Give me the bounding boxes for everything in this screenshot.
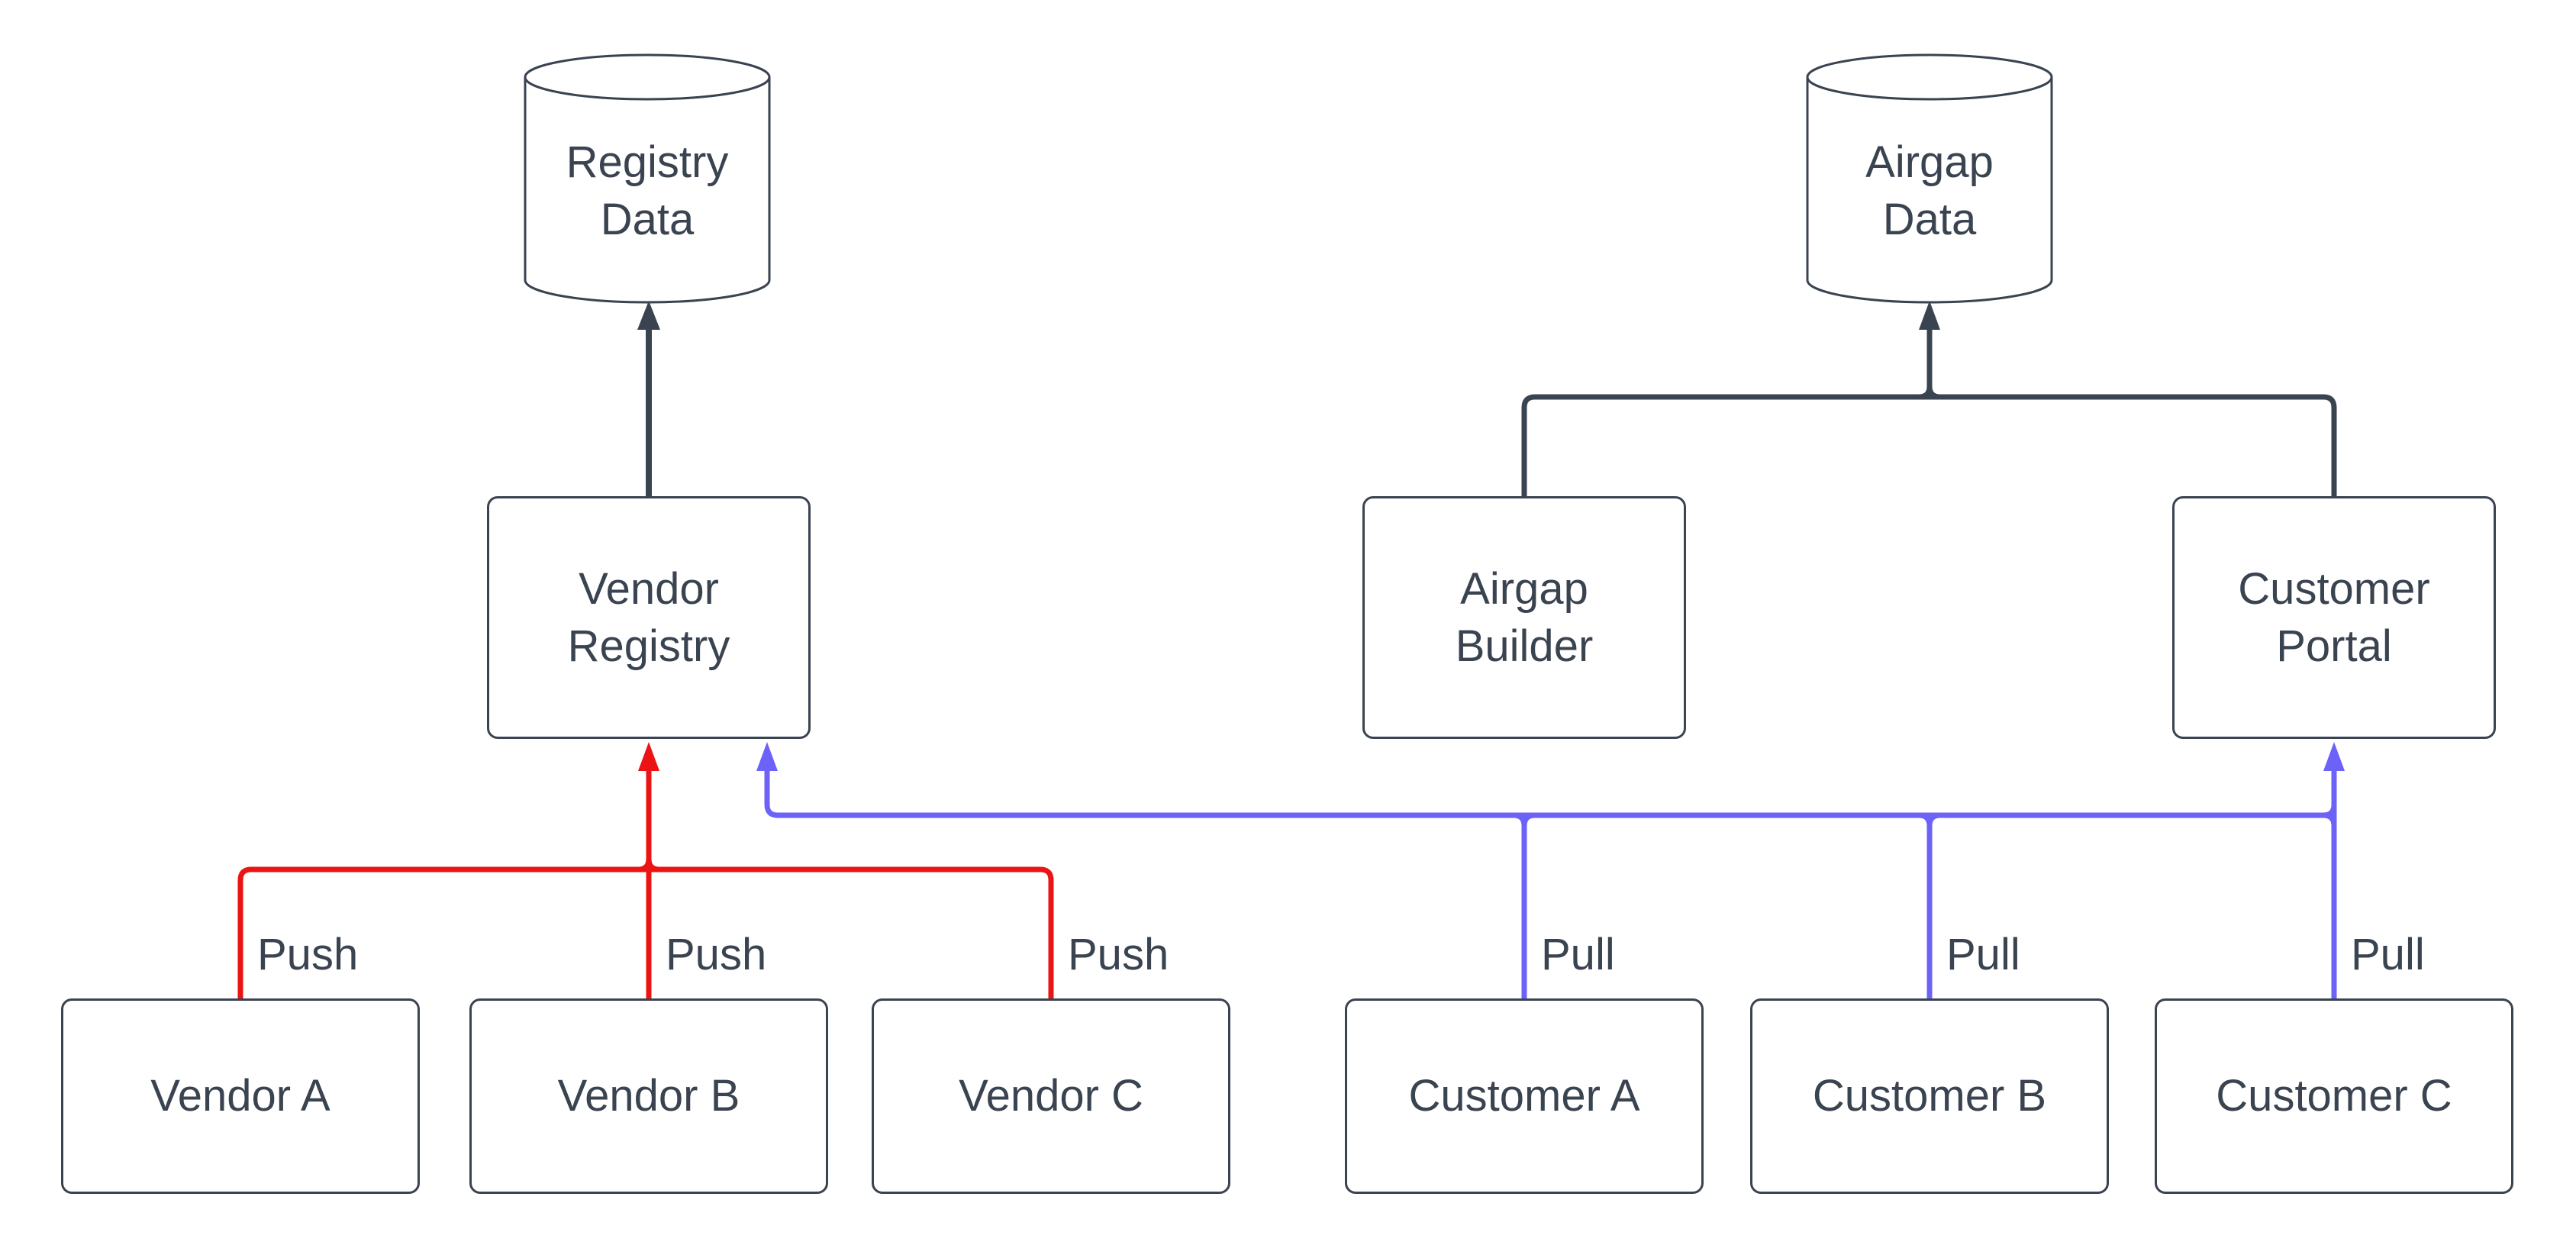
box-label: Vendor A bbox=[150, 1071, 330, 1121]
edge-pull-bus bbox=[764, 771, 2323, 818]
junction-fillet-pull-b-right bbox=[1926, 812, 1941, 827]
arrowhead-push-vendor-registry bbox=[638, 742, 659, 771]
cylinder-airgap-data: Airgap Data bbox=[1807, 99, 2052, 282]
edge-label-pull-customer-c: Pull bbox=[2351, 930, 2425, 979]
cylinder-registry-data-shape bbox=[524, 53, 771, 304]
cylinder-label-line: Data bbox=[1882, 195, 1977, 244]
cylinder-airgap-data-top bbox=[1806, 53, 2053, 101]
edge-label-pull-customer-b: Pull bbox=[1946, 930, 2020, 979]
box-label: Vendor B bbox=[557, 1071, 740, 1121]
arrowhead-pull-vendor-registry bbox=[756, 742, 778, 771]
box-customer-b: Customer B bbox=[1750, 998, 2109, 1194]
box-label: Customer C bbox=[2216, 1071, 2452, 1121]
box-customer-c: Customer C bbox=[2155, 998, 2513, 1194]
arrowhead-registry-data bbox=[637, 301, 660, 330]
box-vendor-b: Vendor B bbox=[469, 998, 828, 1194]
box-label-line: Builder bbox=[1455, 621, 1594, 671]
arrowhead-airgap-data bbox=[1919, 301, 1940, 330]
box-customer-portal: Customer Portal bbox=[2172, 496, 2496, 739]
junction-fillet-airgap-right bbox=[1926, 385, 1941, 400]
box-label: Customer A bbox=[1408, 1071, 1640, 1121]
box-label-line: Airgap bbox=[1460, 563, 1588, 614]
edge-label-push-vendor-a: Push bbox=[257, 930, 359, 979]
junction-fillet-portal-down bbox=[2323, 812, 2337, 827]
box-label-line: Vendor bbox=[579, 563, 719, 614]
box-label-line: Customer bbox=[2238, 563, 2430, 614]
box-label: Customer B bbox=[1812, 1071, 2047, 1121]
box-customer-a: Customer A bbox=[1345, 998, 1704, 1194]
arrowhead-pull-customer-portal bbox=[2323, 742, 2345, 771]
cylinder-label-line: Registry bbox=[566, 137, 729, 187]
junction-fillet-pull-a-right bbox=[1521, 812, 1536, 827]
cylinder-registry-data-top bbox=[524, 53, 771, 101]
box-label-line: Portal bbox=[2276, 621, 2392, 671]
edge-label-push-vendor-c: Push bbox=[1068, 930, 1169, 979]
cylinder-label-line: Data bbox=[600, 195, 695, 244]
box-vendor-registry: Vendor Registry bbox=[487, 496, 811, 739]
edge-label-pull-customer-a: Pull bbox=[1541, 930, 1615, 979]
cylinder-airgap-data-shape bbox=[1806, 53, 2053, 304]
edge-label-push-vendor-b: Push bbox=[666, 930, 767, 979]
box-vendor-c: Vendor C bbox=[872, 998, 1230, 1194]
cylinder-label-line: Airgap bbox=[1865, 137, 1994, 187]
box-airgap-builder: Airgap Builder bbox=[1362, 496, 1686, 739]
box-vendor-a: Vendor A bbox=[61, 998, 420, 1194]
cylinder-airgap-data-body bbox=[1806, 77, 2053, 304]
cylinder-registry-data: Registry Data bbox=[525, 99, 769, 282]
edge-push-bar bbox=[237, 866, 1054, 998]
box-label: Vendor C bbox=[959, 1071, 1143, 1121]
junction-fillet-push-right bbox=[646, 858, 660, 873]
box-label-line: Registry bbox=[567, 621, 730, 671]
cylinder-registry-data-body bbox=[524, 77, 771, 304]
edge-builder-portal-connector bbox=[1521, 394, 2337, 496]
